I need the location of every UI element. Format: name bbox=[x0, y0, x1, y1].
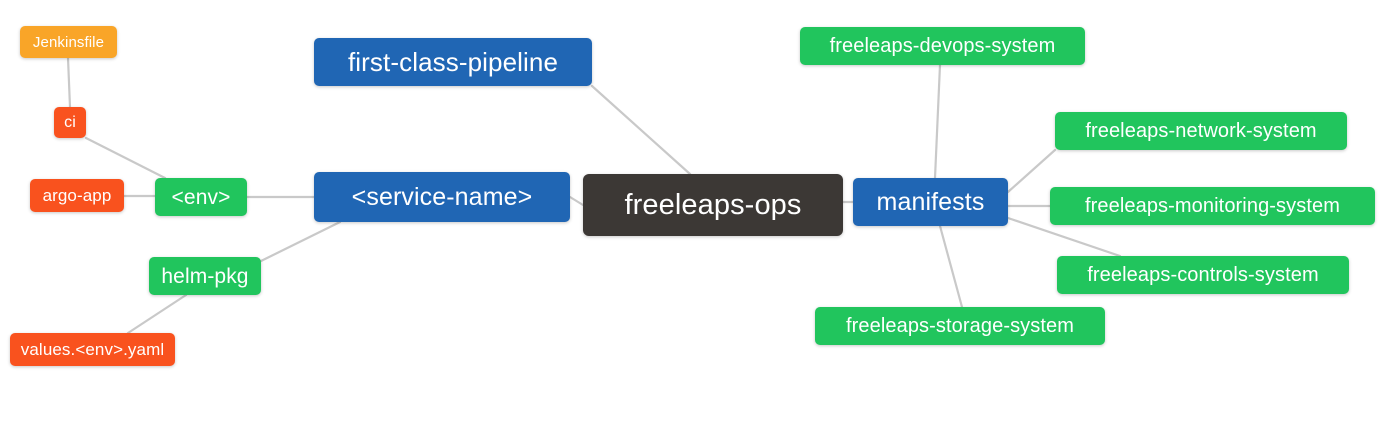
edge-manifests-to-freeleaps-devops-system bbox=[933, 63, 942, 180]
node-env[interactable]: <env> bbox=[155, 178, 247, 216]
edge-service-name-to-freeleaps-ops bbox=[568, 195, 585, 207]
node-label: Jenkinsfile bbox=[32, 33, 105, 51]
node-label: freeleaps-monitoring-system bbox=[1084, 195, 1340, 217]
node-jenkinsfile[interactable]: Jenkinsfile bbox=[20, 26, 117, 58]
node-label: freeleaps-devops-system bbox=[829, 35, 1056, 57]
node-first-class-pipeline[interactable]: first-class-pipeline bbox=[314, 38, 592, 86]
node-label: manifests bbox=[876, 187, 985, 216]
edge-helm-pkg-to-service-name bbox=[259, 220, 342, 263]
node-label: freeleaps-controls-system bbox=[1087, 264, 1319, 286]
node-label: values.<env>.yaml bbox=[20, 340, 165, 359]
edge-first-class-pipeline-to-freeleaps-ops bbox=[590, 84, 692, 176]
node-freeleaps-monitoring-system[interactable]: freeleaps-monitoring-system bbox=[1050, 187, 1375, 225]
node-values-env-yaml[interactable]: values.<env>.yaml bbox=[10, 333, 175, 366]
node-manifests[interactable]: manifests bbox=[853, 178, 1008, 226]
node-ci[interactable]: ci bbox=[54, 107, 86, 138]
node-freeleaps-storage-system[interactable]: freeleaps-storage-system bbox=[815, 307, 1105, 345]
node-helm-pkg[interactable]: helm-pkg bbox=[149, 257, 261, 295]
node-argo-app[interactable]: argo-app bbox=[30, 179, 124, 212]
edge-ci-to-env bbox=[84, 136, 167, 180]
node-label: <env> bbox=[171, 185, 231, 209]
node-label: argo-app bbox=[42, 186, 112, 205]
node-label: ci bbox=[64, 113, 76, 131]
node-freeleaps-devops-system[interactable]: freeleaps-devops-system bbox=[800, 27, 1085, 65]
node-freeleaps-network-system[interactable]: freeleaps-network-system bbox=[1055, 112, 1347, 150]
node-service-name[interactable]: <service-name> bbox=[314, 172, 570, 222]
node-label: freeleaps-ops bbox=[624, 188, 802, 221]
node-label: first-class-pipeline bbox=[347, 47, 559, 77]
edge-values-env-yaml-to-helm-pkg bbox=[126, 293, 188, 335]
node-label: freeleaps-network-system bbox=[1085, 120, 1317, 142]
edge-manifests-to-freeleaps-network-system bbox=[1006, 148, 1057, 194]
node-label: helm-pkg bbox=[161, 264, 249, 288]
node-label: freeleaps-storage-system bbox=[845, 315, 1075, 337]
node-freeleaps-ops[interactable]: freeleaps-ops bbox=[583, 174, 843, 236]
edge-jenkinsfile-to-ci bbox=[66, 56, 72, 109]
node-freeleaps-controls-system[interactable]: freeleaps-controls-system bbox=[1057, 256, 1349, 294]
edge-manifests-to-freeleaps-storage-system bbox=[938, 224, 964, 309]
node-label: <service-name> bbox=[351, 182, 533, 211]
